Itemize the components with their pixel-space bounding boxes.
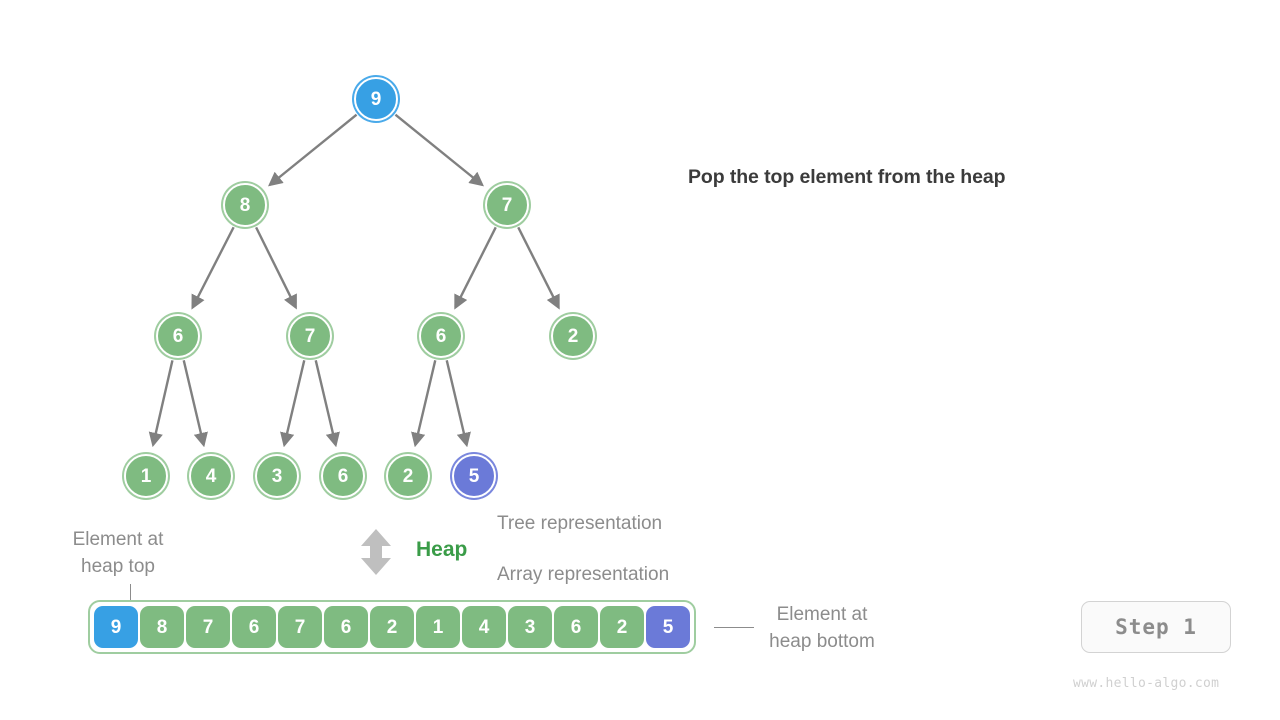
tree-edge [255,226,297,310]
tree-edge [182,360,208,448]
heap-bottom-line-1: Element at [776,604,868,625]
tree-edge [314,360,340,448]
heap-bottom-line-2: heap bottom [769,631,875,652]
tree-edge [411,360,437,448]
tree-node: 7 [288,314,332,358]
array-cell: 7 [278,606,322,648]
array-cell: 8 [140,606,184,648]
tree-node: 9 [354,77,398,121]
array-cell: 9 [94,606,138,648]
array-representation-label: Array representation [497,564,670,585]
tree-node: 1 [124,454,168,498]
array-cell: 1 [416,606,460,648]
tree-node: 2 [386,454,430,498]
tree-node: 8 [223,183,267,227]
tree-representation-label: Tree representation [497,513,663,534]
tree-edge [148,360,174,448]
tree-edge [517,226,560,310]
heap-bottom-leader-line [714,627,754,628]
element-at-heap-top-label: Element at heap top [60,526,176,580]
heap-top-line-1: Element at [72,529,164,550]
array-cell: 4 [462,606,506,648]
array-cell: 6 [554,606,598,648]
tree-edge [191,226,235,310]
array-cell: 2 [370,606,414,648]
array-cell: 6 [232,606,276,648]
array-cell: 5 [646,606,690,648]
array-cell: 2 [600,606,644,648]
tree-node: 5 [452,454,496,498]
tree-node: 6 [419,314,463,358]
tree-edge [454,226,497,310]
double-arrow-vertical-icon [361,529,391,575]
tree-edge [268,113,358,187]
tree-node: 6 [321,454,365,498]
heap-label: Heap [416,538,468,561]
tree-node: 3 [255,454,299,498]
array-cell: 7 [186,606,230,648]
watermark: www.hello-algo.com [1073,676,1220,691]
heap-top-line-2: heap top [81,556,155,577]
tree-node: 2 [551,314,595,358]
array-cell: 6 [324,606,368,648]
tree-node: 6 [156,314,200,358]
tree-edges [148,113,560,448]
element-at-heap-bottom-label: Element at heap bottom [752,601,892,655]
array-cell: 3 [508,606,552,648]
heap-top-leader-line [130,584,131,608]
tree-node: 4 [189,454,233,498]
step-badge: Step 1 [1081,601,1231,653]
tree-node: 7 [485,183,529,227]
tree-edge [445,360,471,448]
tree-edge [280,360,306,448]
page-title: Pop the top element from the heap [688,166,1006,188]
tree-edge [394,113,484,187]
